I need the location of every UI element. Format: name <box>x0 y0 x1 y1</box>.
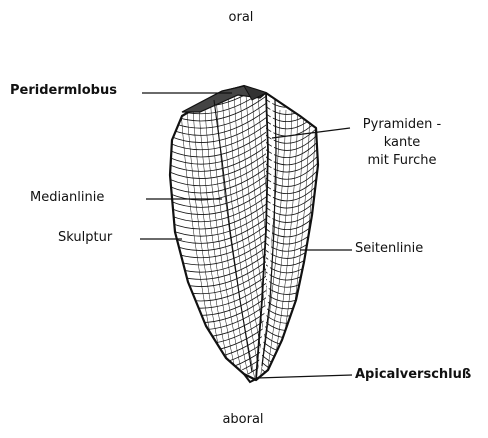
leader-pyramidenkante <box>272 128 350 138</box>
leader-apicalverschluss <box>257 375 352 378</box>
median-line <box>214 100 252 372</box>
specimen-outline <box>170 86 318 380</box>
